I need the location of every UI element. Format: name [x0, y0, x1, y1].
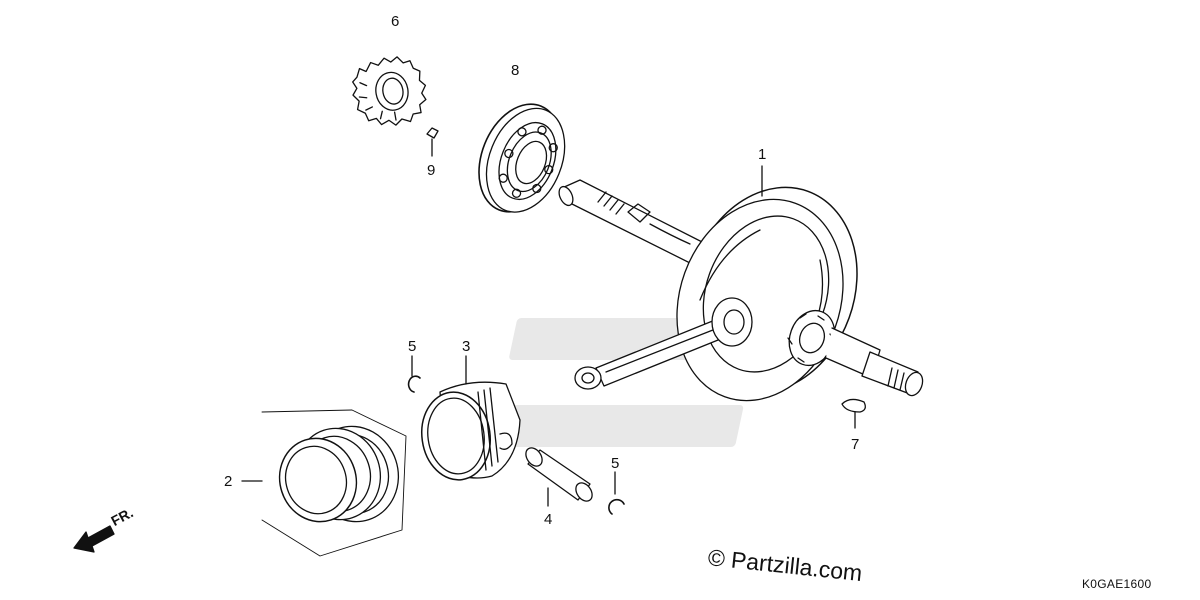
callout-2: 2 [224, 473, 233, 490]
callout-4: 4 [544, 511, 553, 528]
key-part-9[interactable] [426, 127, 439, 157]
callout-5-upper: 5 [408, 338, 417, 355]
piston-pin-part-4[interactable] [523, 445, 596, 507]
callout-7: 7 [851, 436, 860, 453]
piston-ring-set-part-2[interactable] [241, 409, 411, 557]
front-direction-arrow [73, 525, 115, 553]
callout-3: 3 [462, 338, 471, 355]
piston-part-3[interactable] [416, 355, 521, 484]
diagram-code: K0GAE1600 [1082, 577, 1152, 591]
key-part-7[interactable] [841, 398, 866, 429]
callout-1: 1 [758, 146, 767, 163]
gear-part-6[interactable] [348, 52, 432, 132]
callout-5-lower: 5 [611, 455, 620, 472]
circlip-part-5-lower[interactable] [608, 471, 625, 515]
callout-8: 8 [511, 62, 520, 79]
crankshaft-part-1[interactable] [556, 163, 925, 424]
circlip-part-5-upper[interactable] [407, 355, 421, 393]
callout-6: 6 [391, 13, 400, 30]
bearing-part-8[interactable] [464, 92, 580, 226]
callout-9: 9 [427, 162, 436, 179]
